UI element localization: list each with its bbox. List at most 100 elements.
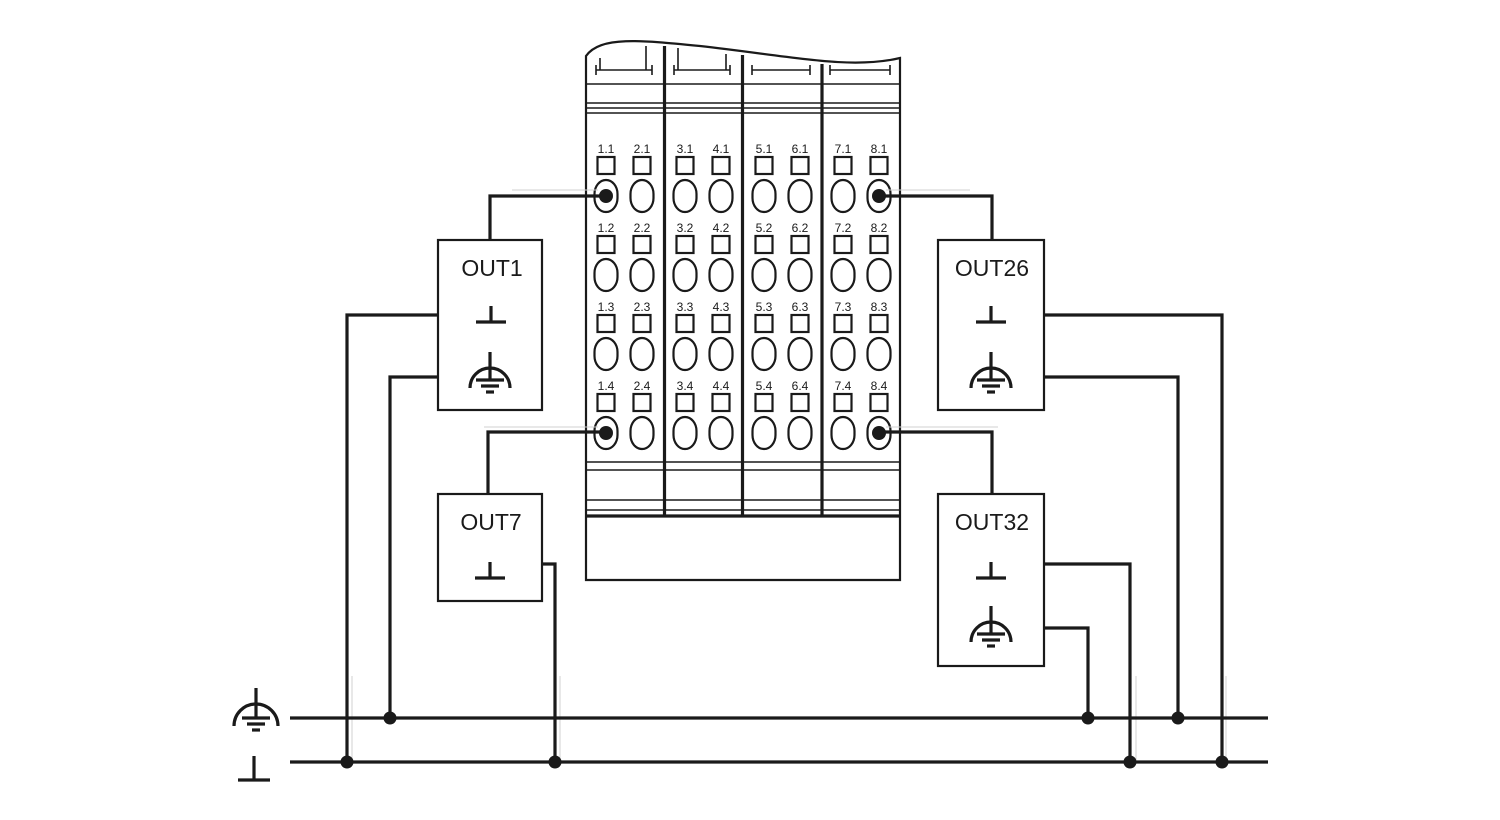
terminal-wire-entry[interactable] (629, 257, 655, 293)
device-out26[interactable]: OUT26 (936, 238, 1046, 412)
terminal-push-button[interactable] (596, 155, 616, 176)
terminal[interactable]: 2.4 (629, 379, 655, 451)
terminal-wire-entry[interactable] (708, 336, 734, 372)
bus-wiring (232, 313, 1268, 782)
terminal[interactable]: 1.2 (593, 221, 619, 293)
terminal-push-button[interactable] (754, 234, 774, 255)
wire-out26-pe (1044, 375, 1180, 718)
terminal-push-button[interactable] (790, 155, 810, 176)
terminal-wire-entry[interactable] (830, 336, 856, 372)
device-out1[interactable]: OUT1 (436, 238, 544, 412)
terminal-push-button[interactable] (675, 155, 695, 176)
terminal[interactable]: 8.2 (866, 221, 892, 293)
terminal-push-button[interactable] (596, 234, 616, 255)
terminal[interactable]: 5.3 (751, 300, 777, 372)
terminal[interactable]: 2.2 (629, 221, 655, 293)
terminal[interactable]: 3.2 (672, 221, 698, 293)
terminal-push-button[interactable] (711, 313, 731, 334)
terminal-push-button[interactable] (790, 392, 810, 413)
terminal-wire-entry[interactable] (751, 178, 777, 214)
terminal-push-button[interactable] (754, 155, 774, 176)
terminal-wire-entry[interactable] (830, 415, 856, 451)
terminal-wire-entry[interactable] (672, 336, 698, 372)
terminal[interactable]: 6.1 (787, 142, 813, 214)
terminal-wire-entry[interactable] (672, 415, 698, 451)
terminal[interactable]: 2.3 (629, 300, 655, 372)
terminal[interactable]: 4.1 (708, 142, 734, 214)
terminal-push-button[interactable] (711, 234, 731, 255)
terminal-push-button[interactable] (632, 313, 652, 334)
terminal-wire-entry[interactable] (708, 257, 734, 293)
device-out32-box[interactable] (936, 492, 1046, 668)
terminal-wire-entry[interactable] (629, 415, 655, 451)
terminal-wire-entry[interactable] (830, 257, 856, 293)
terminal[interactable]: 5.1 (751, 142, 777, 214)
terminal[interactable]: 7.1 (830, 142, 856, 214)
terminal-wire-entry[interactable] (787, 257, 813, 293)
terminal[interactable]: 3.1 (672, 142, 698, 214)
terminal-push-button[interactable] (869, 234, 889, 255)
device-out1-box[interactable] (436, 238, 544, 412)
terminal-wire-entry[interactable] (830, 178, 856, 214)
terminal-push-button[interactable] (833, 392, 853, 413)
device-out7-label: OUT7 (460, 509, 521, 535)
terminal[interactable]: 7.2 (830, 221, 856, 293)
terminal-push-button[interactable] (790, 313, 810, 334)
terminal[interactable]: 3.4 (672, 379, 698, 451)
terminal-wire-entry[interactable] (787, 415, 813, 451)
terminal-wire-entry[interactable] (751, 336, 777, 372)
terminal-wire-entry[interactable] (866, 257, 892, 293)
terminal-wire-entry[interactable] (708, 415, 734, 451)
terminal-wire-entry[interactable] (629, 336, 655, 372)
terminal-wire-entry[interactable] (787, 336, 813, 372)
terminal[interactable]: 5.2 (751, 221, 777, 293)
terminal[interactable]: 4.2 (708, 221, 734, 293)
terminal[interactable]: 7.4 (830, 379, 856, 451)
terminal[interactable]: 4.4 (708, 379, 734, 451)
terminal-push-button[interactable] (869, 392, 889, 413)
terminal-wire-entry[interactable] (751, 415, 777, 451)
terminal-push-button[interactable] (596, 313, 616, 334)
terminal-push-button[interactable] (632, 234, 652, 255)
terminal-push-button[interactable] (869, 155, 889, 176)
device-out7[interactable]: OUT7 (436, 492, 544, 603)
terminal-push-button[interactable] (754, 313, 774, 334)
terminal[interactable]: 1.3 (593, 300, 619, 372)
terminal[interactable]: 3.3 (672, 300, 698, 372)
terminal-push-button[interactable] (675, 313, 695, 334)
terminal-wire-entry[interactable] (593, 336, 619, 372)
terminal[interactable]: 2.1 (629, 142, 655, 214)
terminal[interactable]: 4.3 (708, 300, 734, 372)
terminal-wire-entry[interactable] (866, 336, 892, 372)
terminal[interactable]: 5.4 (751, 379, 777, 451)
terminal[interactable]: 6.2 (787, 221, 813, 293)
terminal-push-button[interactable] (675, 234, 695, 255)
terminal-wire-entry[interactable] (787, 178, 813, 214)
device-out7-box[interactable] (436, 492, 544, 603)
terminal-wire-entry[interactable] (629, 178, 655, 214)
terminal-push-button[interactable] (754, 392, 774, 413)
terminal[interactable]: 6.3 (787, 300, 813, 372)
terminal[interactable]: 6.4 (787, 379, 813, 451)
terminal-push-button[interactable] (711, 155, 731, 176)
terminal-push-button[interactable] (675, 392, 695, 413)
terminal-wire-entry[interactable] (672, 257, 698, 293)
terminal-push-button[interactable] (833, 234, 853, 255)
terminal-push-button[interactable] (833, 155, 853, 176)
terminal-push-button[interactable] (869, 313, 889, 334)
device-out32[interactable]: OUT32 (936, 492, 1046, 668)
terminal-push-button[interactable] (790, 234, 810, 255)
terminal-push-button[interactable] (632, 155, 652, 176)
terminal[interactable]: 8.4 (866, 379, 892, 451)
terminal-wire-entry[interactable] (672, 178, 698, 214)
terminal-push-button[interactable] (711, 392, 731, 413)
terminal-wire-entry[interactable] (593, 257, 619, 293)
terminal-wire-entry[interactable] (708, 178, 734, 214)
terminal[interactable]: 8.3 (866, 300, 892, 372)
terminal-wire-entry[interactable] (751, 257, 777, 293)
terminal[interactable]: 7.3 (830, 300, 856, 372)
terminal-push-button[interactable] (632, 392, 652, 413)
terminal-label: 1.4 (598, 379, 615, 393)
terminal-push-button[interactable] (596, 392, 616, 413)
terminal-push-button[interactable] (833, 313, 853, 334)
